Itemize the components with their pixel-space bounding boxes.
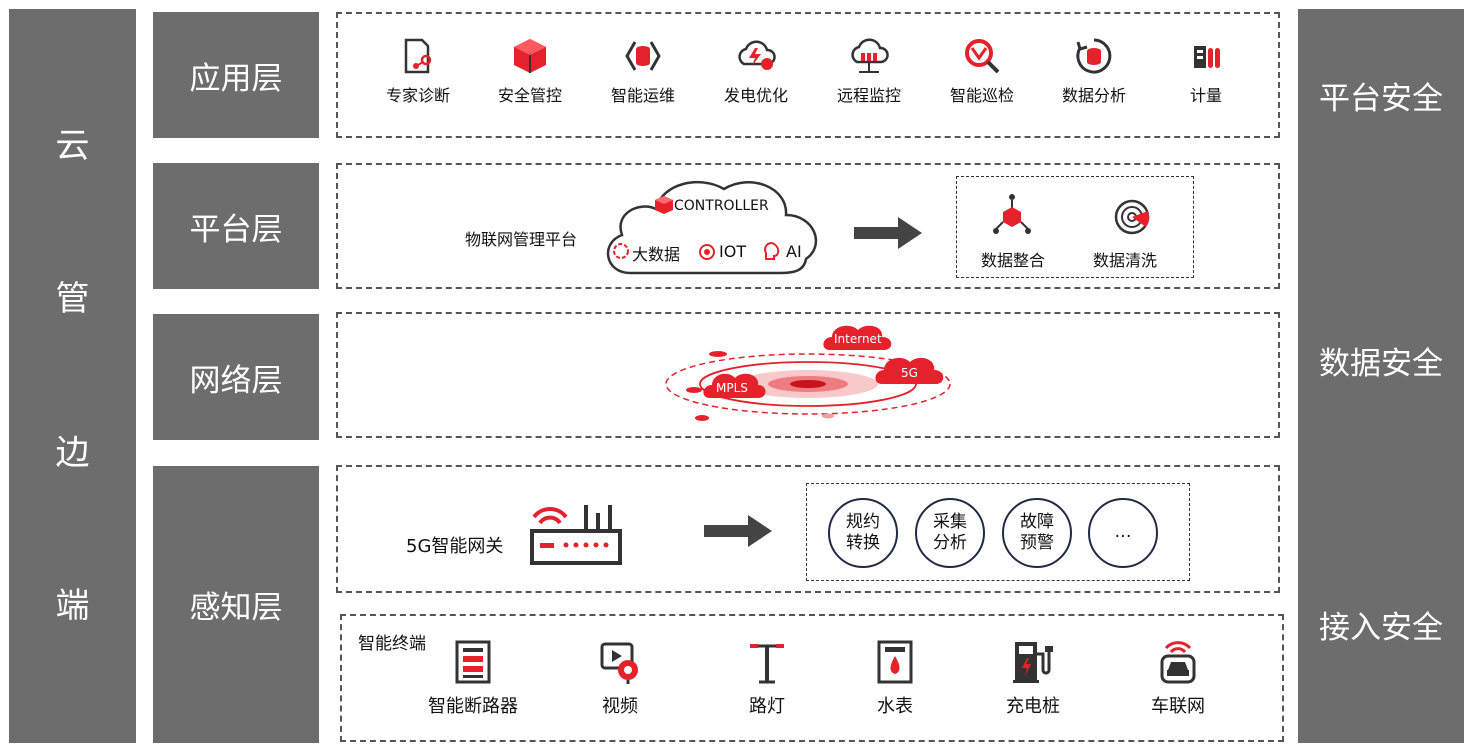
terminal-item-breaker: 智能断路器 (418, 640, 528, 718)
terminal-item-streetlight: 路灯 (732, 640, 802, 718)
app-label: 远程监控 (836, 86, 901, 105)
charging-pile-icon (1013, 642, 1053, 683)
terminals-title: 智能终端 (358, 634, 426, 654)
layer-perception-label: 感知层 (153, 466, 319, 743)
terminal-label: 水表 (877, 696, 913, 717)
function-collection-analysis: 采集分析 (915, 498, 985, 568)
terminals-panel: 智能终端 智能断路器 视频 路灯 (340, 614, 1284, 742)
access-security-label: 接入安全 (1319, 610, 1443, 646)
cloud-icon (606, 180, 818, 275)
application-panel: 专家诊断 安全管控 智能运维 发电优化 (336, 12, 1280, 138)
function-more: … (1088, 498, 1158, 568)
app-label: 智能巡检 (949, 86, 1014, 105)
app-item-ops: 智能运维 (593, 36, 693, 106)
terminal-label: 智能断路器 (428, 696, 518, 717)
water-meter-icon (877, 640, 913, 684)
pillar-char-cloud: 云 (55, 125, 90, 166)
app-item-power: 发电优化 (706, 36, 806, 106)
pillar-char-pipe: 管 (55, 279, 90, 320)
arrow-right-icon (854, 217, 922, 249)
connected-car-icon (1160, 641, 1196, 684)
gateway-panel: 5G智能网关 规约转换 采集分析 故障预警 … (336, 465, 1280, 593)
platform-security-label: 平台安全 (1319, 81, 1443, 117)
data-integration-icon (993, 194, 1031, 234)
app-item-expert: 专家诊断 (368, 36, 468, 106)
app-label: 发电优化 (723, 86, 788, 105)
app-item-security: 安全管控 (480, 36, 580, 106)
terminal-item-car: 车联网 (1138, 638, 1218, 718)
expert-diagnosis-icon (404, 38, 432, 74)
app-label: 智能运维 (610, 86, 675, 105)
router-icon (530, 505, 622, 565)
metering-icon (1194, 46, 1220, 68)
pillar-char-end: 端 (55, 586, 90, 627)
internet-cloud-icon (823, 325, 892, 350)
mpls-cloud-icon (703, 373, 766, 398)
security-control-icon (514, 39, 546, 73)
controller-label: CONTROLLER (674, 198, 769, 214)
data-cleaning-icon (1114, 199, 1150, 235)
data-analysis-icon (1076, 38, 1112, 74)
5g-cloud-icon (875, 357, 944, 384)
terminal-item-charger: 充电桩 (993, 640, 1073, 718)
cloud-pipe-edge-end-pillar: 云 管 边 端 (9, 9, 136, 743)
bigdata-icon (613, 243, 629, 259)
function-fault-warning: 故障预警 (1002, 498, 1072, 568)
terminal-item-watermeter: 水表 (860, 640, 930, 718)
remote-monitor-icon (851, 38, 889, 73)
ai-brain-icon (764, 241, 780, 260)
platform-panel: 物联网管理平台 CONTROLLER 大数据 IOT AI 数据整合 (336, 163, 1280, 289)
video-camera-icon (600, 642, 638, 684)
layer-network-label: 网络层 (153, 314, 319, 440)
terminal-label: 车联网 (1151, 696, 1205, 717)
terminal-label: 视频 (602, 696, 638, 717)
terminal-label: 路灯 (749, 696, 785, 717)
layer-platform-label: 平台层 (153, 163, 319, 289)
layer-application-label: 应用层 (153, 12, 319, 138)
network-panel: Internet MPLS 5G (336, 312, 1280, 438)
mpls-label: MPLS (716, 381, 748, 395)
network-rings-graphic (665, 351, 951, 421)
data-cleaning-label: 数据清洗 (1093, 251, 1158, 270)
app-item-inspection: 智能巡检 (932, 36, 1032, 106)
ai-label: AI (786, 242, 802, 261)
controller-cube-icon (655, 196, 673, 214)
app-label: 安全管控 (497, 86, 562, 105)
power-optimize-icon (738, 40, 776, 70)
app-item-remote: 远程监控 (819, 36, 919, 106)
terminal-label: 充电桩 (1006, 696, 1060, 717)
data-integration-label: 数据整合 (981, 251, 1046, 270)
app-label: 专家诊断 (385, 86, 450, 105)
smart-inspection-icon (965, 39, 1000, 74)
data-process-box: 数据整合 数据清洗 (956, 176, 1194, 278)
pillar-char-edge: 边 (55, 432, 90, 473)
app-label: 计量 (1189, 86, 1222, 105)
iot-label: IOT (719, 242, 747, 261)
data-security-label: 数据安全 (1319, 345, 1443, 382)
iot-platform-label: 物联网管理平台 (465, 230, 578, 249)
terminal-item-video: 视频 (585, 640, 655, 718)
smart-ops-icon (625, 41, 661, 71)
app-item-analysis: 数据分析 (1044, 36, 1144, 106)
security-column: 平台安全 数据安全 接入安全 (1298, 9, 1464, 743)
5g-label: 5G (901, 366, 918, 380)
arrow-right-icon (704, 515, 772, 547)
iot-icon (699, 244, 715, 260)
gateway-functions-box: 规约转换 采集分析 故障预警 … (806, 483, 1190, 581)
function-protocol-conversion: 规约转换 (828, 498, 898, 568)
app-item-metering: 计量 (1156, 36, 1256, 106)
circuit-breaker-icon (455, 640, 491, 684)
gateway-label: 5G智能网关 (406, 536, 504, 557)
app-label: 数据分析 (1061, 86, 1126, 105)
street-light-icon (750, 644, 784, 684)
bigdata-label: 大数据 (632, 245, 681, 264)
internet-label: Internet (834, 332, 882, 346)
